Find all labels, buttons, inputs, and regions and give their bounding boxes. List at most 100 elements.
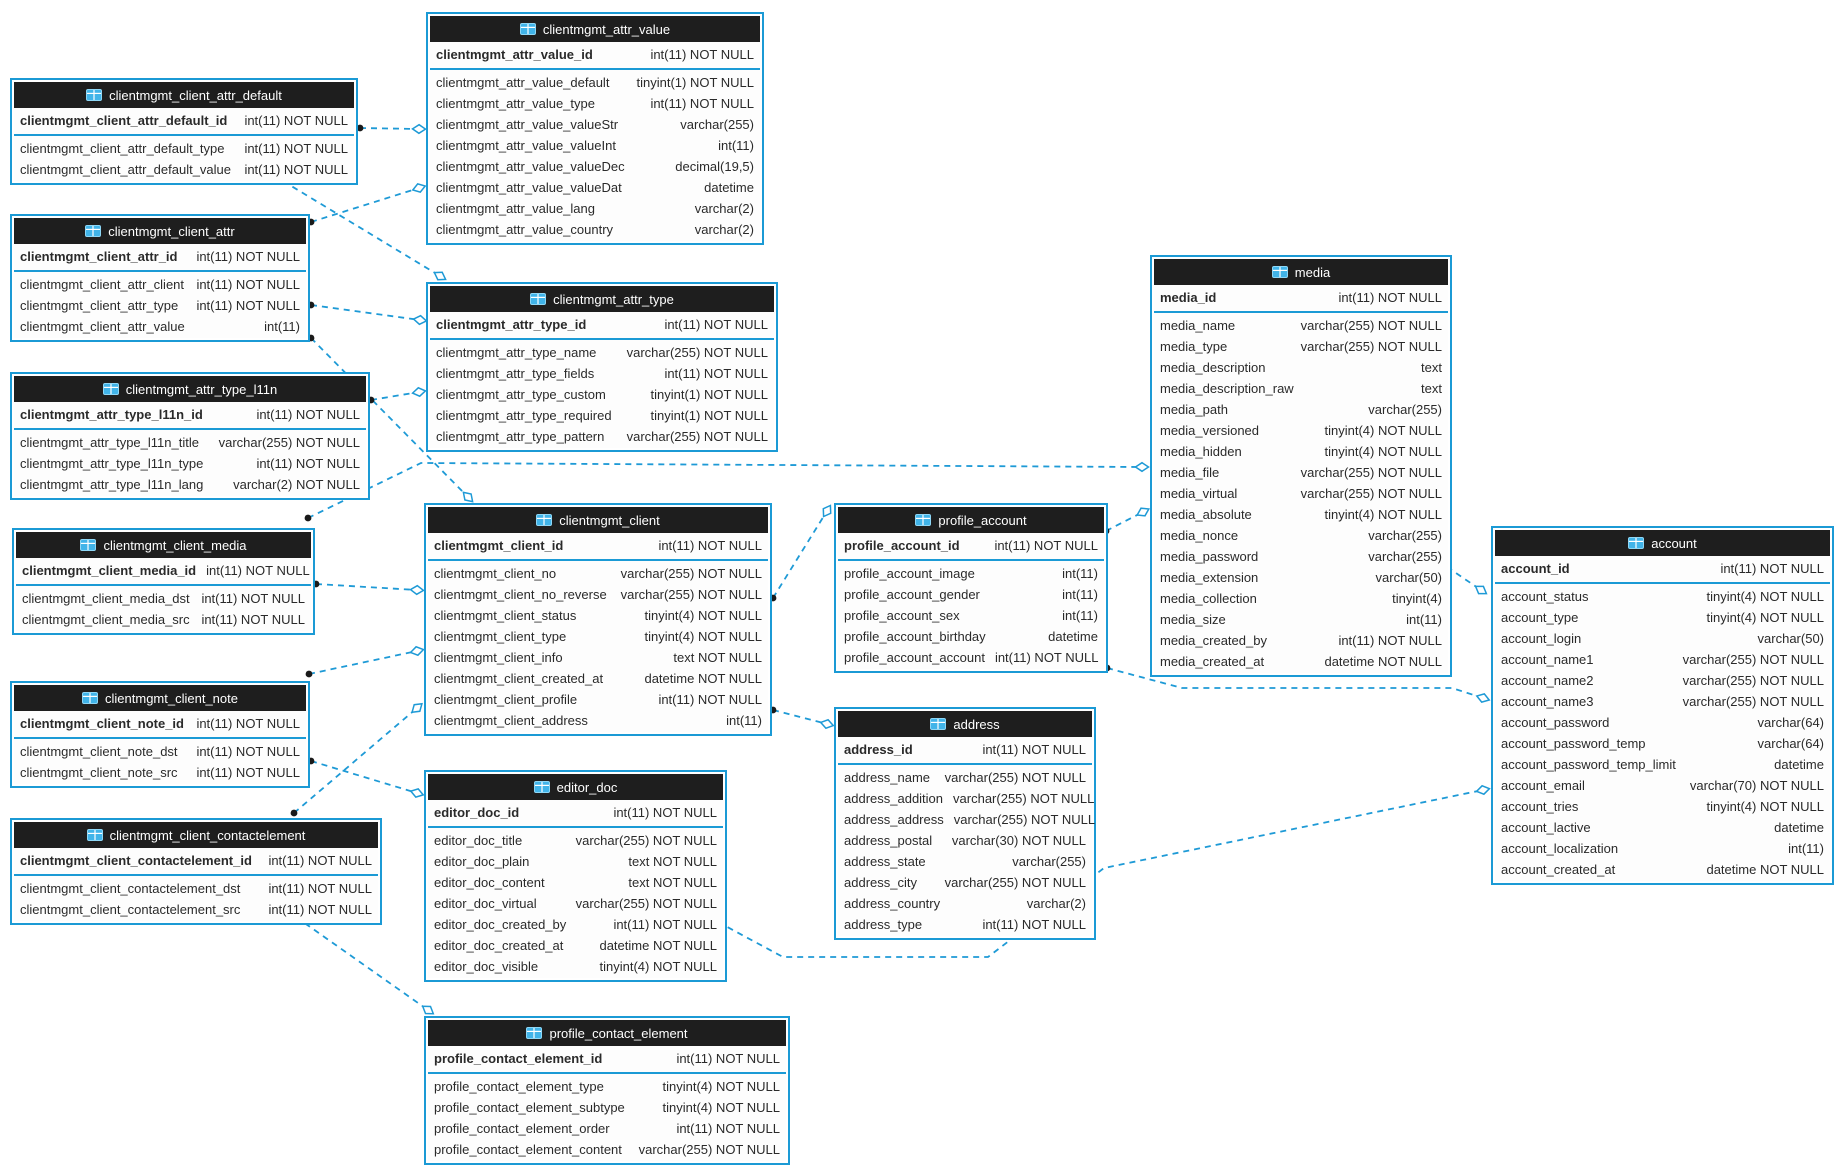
table-header[interactable]: profile_account (838, 507, 1104, 533)
table-header[interactable]: clientmgmt_attr_type (430, 286, 774, 312)
table-clientmgmt_attr_type[interactable]: clientmgmt_attr_type clientmgmt_attr_type… (426, 282, 778, 452)
table-header[interactable]: clientmgmt_client_media (16, 532, 311, 558)
table-header[interactable]: clientmgmt_client_attr (14, 218, 306, 244)
table-header[interactable]: clientmgmt_client_contactelement (14, 822, 378, 848)
table-header[interactable]: clientmgmt_attr_value (430, 16, 760, 42)
table-header[interactable]: media (1154, 259, 1448, 285)
table-header[interactable]: account (1495, 530, 1830, 556)
table-header[interactable]: address (838, 711, 1092, 737)
table-header[interactable]: profile_contact_element (428, 1020, 786, 1046)
table-header[interactable]: clientmgmt_client_note (14, 685, 306, 711)
table-clientmgmt_client_attr[interactable]: clientmgmt_client_attr clientmgmt_client_… (10, 214, 310, 342)
table-header[interactable]: clientmgmt_attr_type_l11n (14, 376, 366, 402)
